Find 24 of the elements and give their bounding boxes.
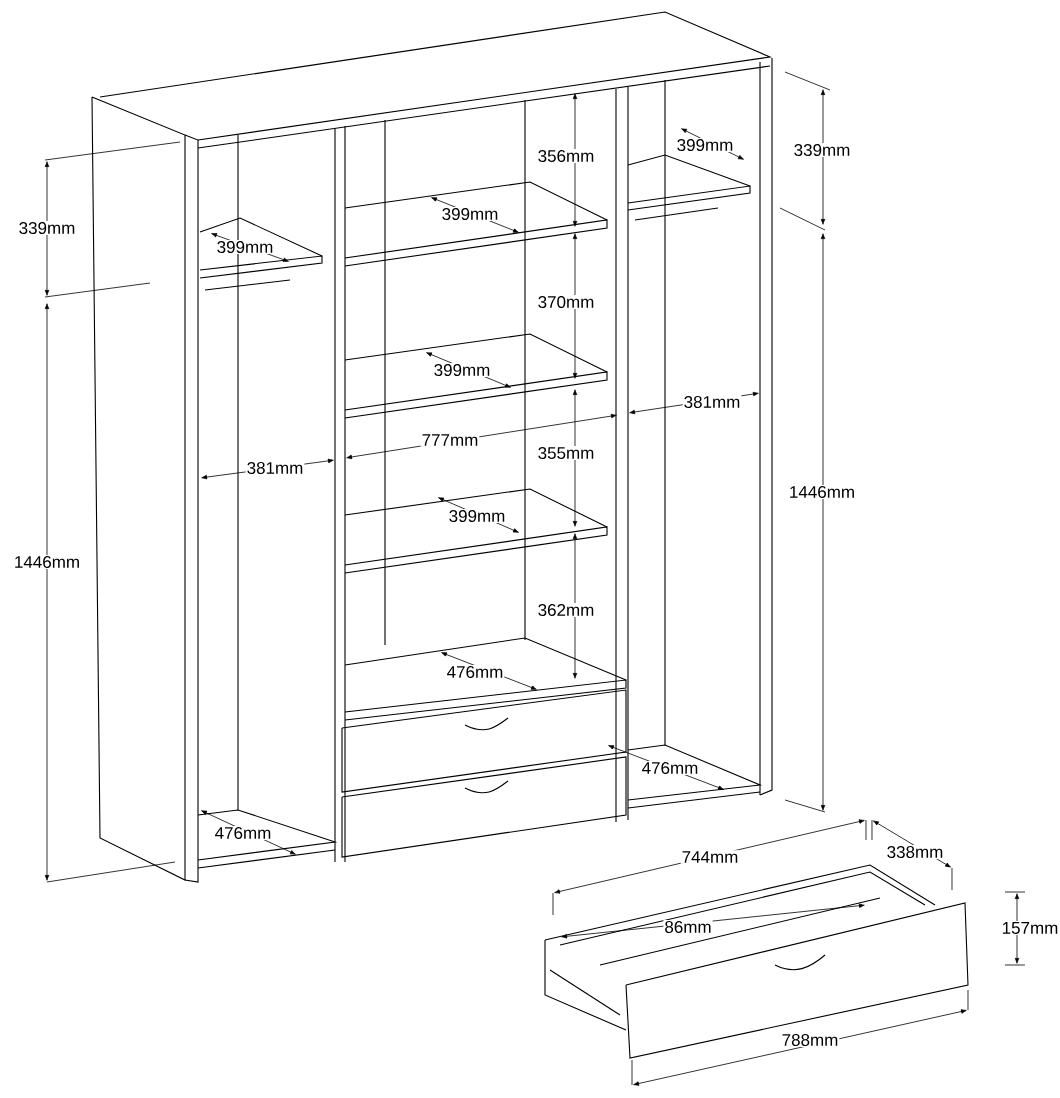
dimension-label: 356mm: [536, 149, 596, 164]
dimension-label: 381mm: [245, 461, 305, 475]
dimension-label: 362mm: [536, 603, 596, 618]
dimension-label: 476mm: [213, 826, 273, 840]
dimension-label: 338mm: [885, 845, 945, 859]
dimension-label: 399mm: [675, 138, 735, 153]
dimension-label: 381mm: [682, 395, 742, 410]
dimension-label: 399mm: [432, 363, 492, 378]
dimension-label: 399mm: [215, 240, 275, 255]
dimension-label: 476mm: [640, 761, 700, 775]
dimension-label: 86mm: [663, 920, 713, 935]
dimension-label: 1446mm: [12, 555, 82, 570]
dimension-label: 157mm: [1000, 921, 1060, 935]
dimension-label: 744mm: [680, 850, 740, 864]
dimension-label: 399mm: [440, 207, 500, 221]
dimension-label: 355mm: [536, 446, 596, 461]
dimension-label: 777mm: [420, 433, 480, 447]
dimension-label: 370mm: [536, 295, 596, 310]
dimension-label: 476mm: [445, 665, 505, 680]
dimension-label: 399mm: [447, 509, 507, 524]
dimension-label: 339mm: [792, 143, 852, 157]
dimension-label: 788mm: [780, 1033, 840, 1047]
dimension-label: 339mm: [17, 221, 77, 236]
dimension-label: 1446mm: [787, 485, 857, 500]
